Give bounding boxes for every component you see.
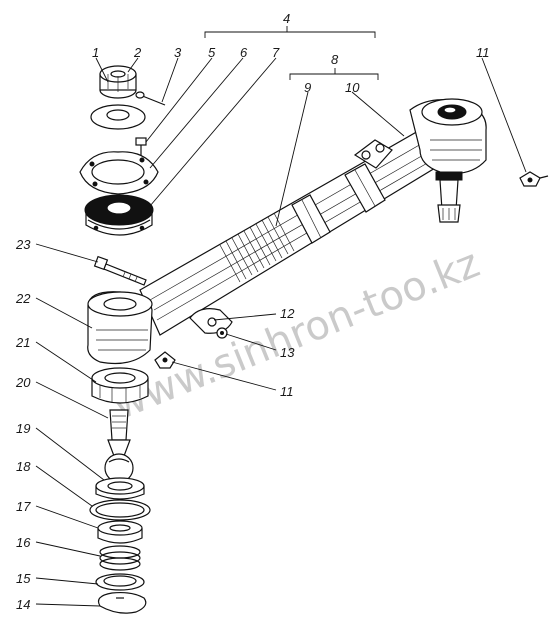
callout-9: 9: [304, 80, 311, 95]
castle-nut-part: [99, 65, 137, 99]
callout-15: 15: [16, 571, 31, 586]
callout-5: 5: [208, 45, 216, 60]
bearing-ring-part: [91, 367, 149, 404]
callout-17: 17: [16, 499, 31, 514]
callout-16: 16: [16, 535, 31, 550]
spring-part: [99, 545, 141, 571]
grease-fitting-left: [154, 351, 176, 369]
tie-rod-tube: [139, 129, 441, 336]
end-cap-part: [95, 573, 145, 591]
callout-8: 8: [331, 52, 339, 67]
right-tie-rod-end: [409, 98, 487, 223]
callout-2: 2: [133, 45, 142, 60]
callout-10: 10: [345, 80, 360, 95]
callout-23: 23: [15, 237, 31, 252]
callout-labels: 1 2 3 4 5 6 7 8 9 10 11 11 12 13 14 15 1…: [15, 11, 490, 612]
callout-1: 1: [92, 45, 99, 60]
callout-6: 6: [240, 45, 248, 60]
callout-14: 14: [16, 597, 30, 612]
dust-seal-part: [84, 194, 154, 236]
cotter-pin-part: [135, 91, 166, 106]
small-bolt-part: [135, 137, 147, 156]
right-clamp-part: [353, 139, 393, 169]
washer-part: [90, 104, 146, 130]
callout-22: 22: [15, 291, 31, 306]
callout-12: 12: [280, 306, 295, 321]
upper-bushing-part: [95, 477, 145, 500]
callout-21: 21: [15, 335, 30, 350]
snap-ring-part: [97, 591, 147, 614]
callout-4: 4: [283, 11, 290, 26]
callout-13: 13: [280, 345, 295, 360]
callout-19: 19: [16, 421, 30, 436]
watermark-text: www.sinhron-too.kz: [107, 240, 486, 429]
long-bolt-part: [93, 255, 147, 286]
leader-lines: [35, 57, 527, 607]
lower-ring-part: [89, 499, 151, 521]
clamp-part: [189, 308, 233, 334]
grease-fitting-right: [519, 171, 549, 187]
callout-7: 7: [272, 45, 280, 60]
group-bracket-4: [204, 26, 376, 38]
callout-11-mid: 11: [280, 384, 294, 399]
cover-plate-part: [79, 151, 159, 195]
callout-3: 3: [174, 45, 182, 60]
group-bracket-8: [289, 68, 379, 80]
thread-section: [219, 212, 295, 283]
callout-20: 20: [15, 375, 31, 390]
clamp-nut-part: [216, 327, 228, 339]
ball-stud-part: [104, 409, 134, 483]
left-tie-rod-end-housing: [87, 291, 153, 365]
callout-18: 18: [16, 459, 31, 474]
callout-11-top: 11: [476, 45, 490, 60]
lower-bushing-part: [97, 520, 143, 544]
